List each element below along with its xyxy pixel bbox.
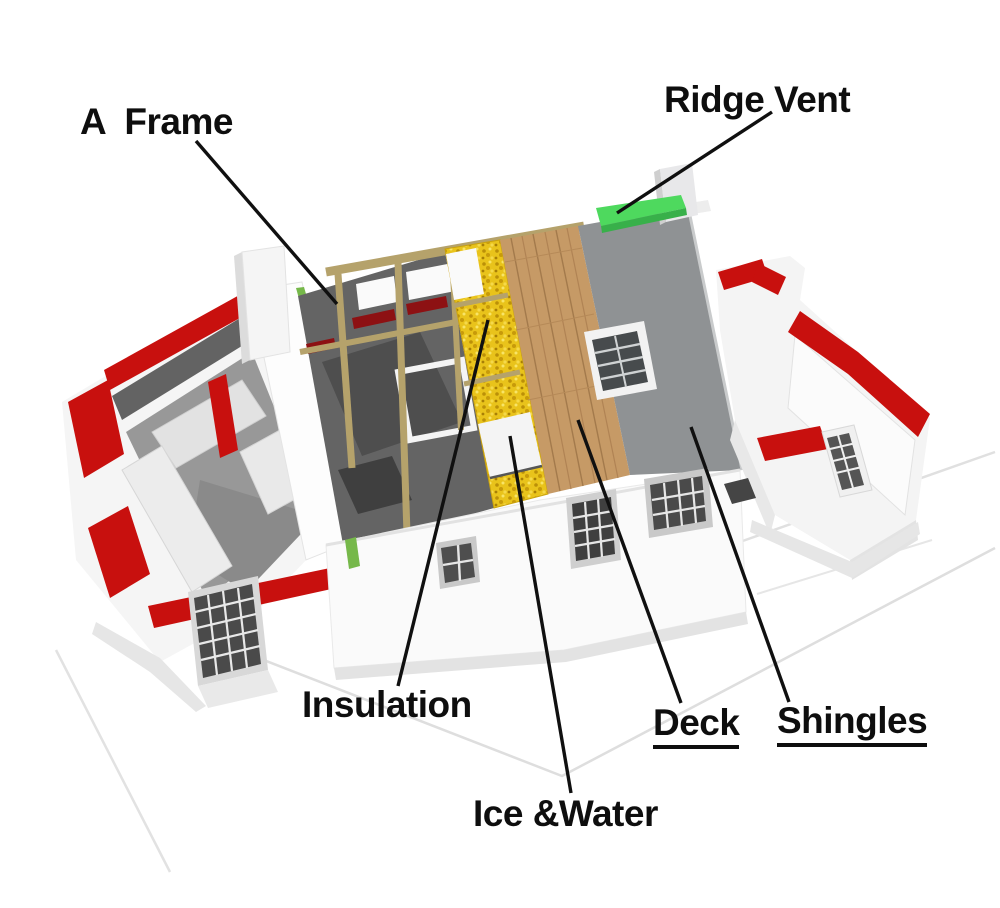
interior-floor-dark — [322, 332, 462, 456]
infill-panel — [356, 276, 397, 310]
interior-wall-top-red — [208, 374, 238, 458]
membrane-strip — [406, 296, 448, 315]
kitchen-counter — [121, 445, 233, 593]
roof-layers — [444, 163, 744, 509]
interior-wall-face — [112, 312, 258, 420]
door-step — [198, 670, 278, 708]
stud-beam — [394, 261, 411, 535]
skylight-window — [584, 321, 657, 400]
right-wing-window — [821, 424, 873, 498]
shingles-slab — [578, 200, 744, 475]
wing-shadow — [750, 520, 920, 578]
leader-line-a-frame — [194, 139, 339, 306]
stud-beam — [334, 273, 356, 469]
wall-top-red — [752, 263, 786, 295]
right-wing-side — [730, 420, 775, 535]
ground-seam — [54, 649, 172, 873]
entry-shadow — [724, 478, 756, 504]
leader-line-ridge-vent — [616, 110, 773, 215]
chimney — [234, 245, 291, 364]
leader-line-ice-water — [508, 435, 573, 794]
wall-top-red — [104, 288, 258, 390]
green-trim — [345, 537, 360, 569]
middle-section — [234, 221, 585, 561]
glass-grid-door — [188, 576, 278, 708]
right-wing-front — [787, 333, 916, 517]
leader-lines — [194, 110, 791, 794]
wall-top-red — [757, 426, 828, 461]
wall-base-shadow — [334, 612, 748, 680]
left-wing — [62, 288, 336, 712]
wall-top-red — [718, 259, 768, 290]
front-door-window — [566, 489, 621, 569]
membrane-strip — [352, 309, 396, 329]
cross-rafter — [451, 292, 509, 309]
leader-line-insulation — [396, 319, 490, 687]
front-window-large — [644, 468, 713, 538]
leader-line-deck — [576, 419, 683, 704]
leader-line-shingles — [689, 426, 791, 703]
front-wall — [325, 468, 748, 680]
ridge-vent-strip — [596, 195, 687, 233]
right-wing — [716, 256, 930, 580]
front-window-small — [436, 536, 480, 589]
interior-furniture — [338, 456, 412, 514]
wall-top-red — [68, 380, 124, 478]
wing-shadow — [92, 622, 206, 712]
wall-top-red — [788, 311, 930, 437]
ground-seam — [237, 546, 996, 778]
wall-top-red — [88, 506, 150, 598]
insulation-gap — [446, 248, 484, 300]
